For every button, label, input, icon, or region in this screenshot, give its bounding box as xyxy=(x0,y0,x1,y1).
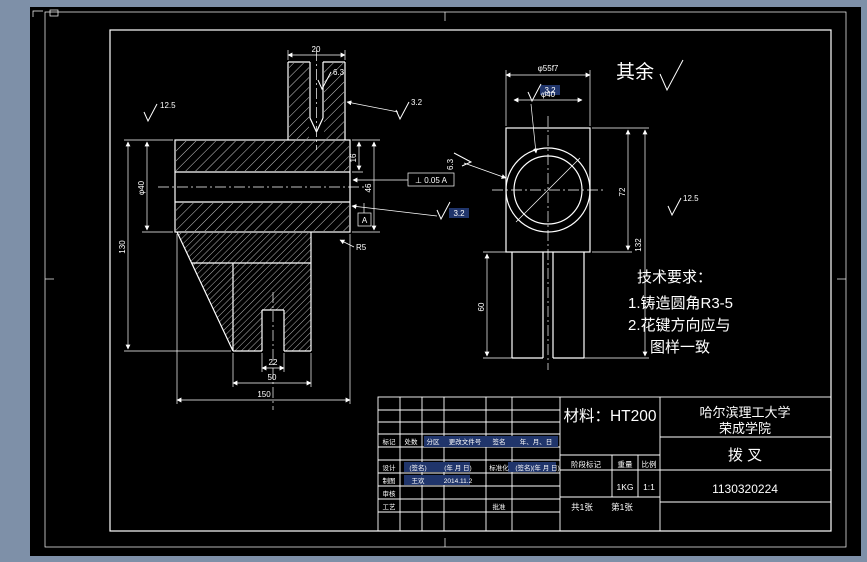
tech-requirement-1: 1.铸造圆角R3-5 xyxy=(628,295,733,312)
dim-text: 132 xyxy=(634,238,643,252)
roughness-icon xyxy=(436,201,451,221)
dim-text: φ55f7 xyxy=(538,64,559,73)
design-label: 设计 xyxy=(383,463,397,472)
roughness-icon xyxy=(143,103,158,123)
dim-text: 50 xyxy=(268,373,277,382)
tolerance-frame xyxy=(407,172,455,187)
sign-cell-highlight xyxy=(404,462,470,472)
roughness-value: 3.2 xyxy=(453,209,465,218)
dim-text: 150 xyxy=(257,390,271,399)
standard-sign: (签名) xyxy=(515,463,532,472)
weight-value: 1KG xyxy=(616,482,633,492)
roughness-value: 3.2 xyxy=(544,86,556,95)
weight-label: 重量 xyxy=(618,460,633,469)
notes: 其余 技术要求： 1.铸造圆角R3-5 2.花键方向应与 图样一致 xyxy=(616,59,733,356)
dim-text: 60 xyxy=(477,302,486,311)
hatch-top-wall xyxy=(176,141,349,171)
header-highlight xyxy=(424,436,558,447)
roughness-icon xyxy=(317,71,332,91)
hatch-bottom-wall xyxy=(176,203,349,231)
tech-requirement-2: 2.花键方向应与 xyxy=(628,316,731,334)
datum-label: A xyxy=(362,216,368,225)
roughness-icon xyxy=(667,197,682,217)
hdr-count: 处数 xyxy=(405,437,419,446)
hdr-zone: 分区 xyxy=(427,437,441,446)
drawing-sheet xyxy=(30,7,861,556)
dim-text: 20 xyxy=(312,45,321,54)
school-name-line2: 荣成学院 xyxy=(719,421,771,436)
date-cell-highlight xyxy=(508,462,556,472)
dim-text: φ40 xyxy=(541,90,556,99)
hdr-date: 年、月、日 xyxy=(520,437,553,446)
roughness-icon xyxy=(453,152,473,167)
roughness-icon xyxy=(527,83,542,103)
sheet-index: 第1张 xyxy=(611,502,633,512)
dim-text: R5 xyxy=(356,243,367,252)
roughness-value: 6.3 xyxy=(446,158,455,170)
hatch-boss-right xyxy=(324,63,344,139)
roughness-symbols xyxy=(143,71,682,221)
draft-name: 王欢 xyxy=(412,476,426,485)
school-name-line1: 哈尔滨理工大学 xyxy=(699,405,790,420)
spline-direction-line xyxy=(515,157,581,223)
roughness-value: 12.5 xyxy=(160,101,176,110)
dim-text: 16 xyxy=(349,153,358,162)
title-block: 材料：HT200 哈尔滨理工大学 荣成学院 拨 叉 1130320224 阶段标… xyxy=(377,396,832,532)
draft-date: 2014.11.2 xyxy=(444,478,473,485)
sheet-total: 共1张 xyxy=(571,502,593,512)
section-view xyxy=(158,50,368,410)
dim-text: 46 xyxy=(364,183,373,192)
roughness-value: 12.5 xyxy=(683,194,699,203)
standard-label: 标准化 xyxy=(489,463,509,472)
roughness-value: 6.3 xyxy=(333,68,345,77)
check-label: 审核 xyxy=(383,489,397,498)
draft-label: 制图 xyxy=(383,476,396,485)
tech-requirement-2b: 图样一致 xyxy=(650,339,710,356)
dim-text: 72 xyxy=(618,187,627,196)
datum-frame xyxy=(357,212,372,227)
material-note: 材料：HT200 xyxy=(563,407,656,425)
tolerance-text: ⊥ 0.05 A xyxy=(415,176,448,185)
design-date: (年 月 日) xyxy=(444,463,471,472)
process-label: 工艺 xyxy=(383,503,397,511)
roughness-value-bg xyxy=(449,208,469,218)
hatch-boss-left xyxy=(289,63,309,139)
roughness-value-bg xyxy=(540,85,560,95)
design-sign: (签名) xyxy=(409,463,426,472)
dim-text: φ40 xyxy=(137,180,146,195)
scale-label: 比例 xyxy=(642,459,657,469)
dimension-lines: 12.5 6.3 3.2 3.2 3.2 6.3 12.5 φ40 130 20… xyxy=(118,45,699,404)
surface-rest-note: 其余 xyxy=(616,61,654,83)
roughness-icon xyxy=(395,101,410,121)
drawing-number: 1130320224 xyxy=(712,482,778,496)
roughness-value: 3.2 xyxy=(411,98,423,107)
name-cell-highlight xyxy=(404,475,470,485)
hdr-mark: 标记 xyxy=(383,437,397,446)
front-view xyxy=(492,116,604,370)
standard-date: (年 月 日) xyxy=(532,463,559,472)
roughness-rest-icon xyxy=(659,59,684,92)
stage-label: 阶段标记 xyxy=(571,459,601,469)
hdr-file: 更改文件号 xyxy=(449,437,482,446)
hdr-sign: 签名 xyxy=(493,437,506,446)
dim-text: 22 xyxy=(269,358,278,367)
dim-text: 130 xyxy=(118,240,127,254)
approve-label: 批准 xyxy=(493,502,507,511)
tech-requirements-title: 技术要求： xyxy=(637,269,712,286)
part-name: 拨 叉 xyxy=(728,447,762,464)
scale-value: 1:1 xyxy=(643,482,655,492)
